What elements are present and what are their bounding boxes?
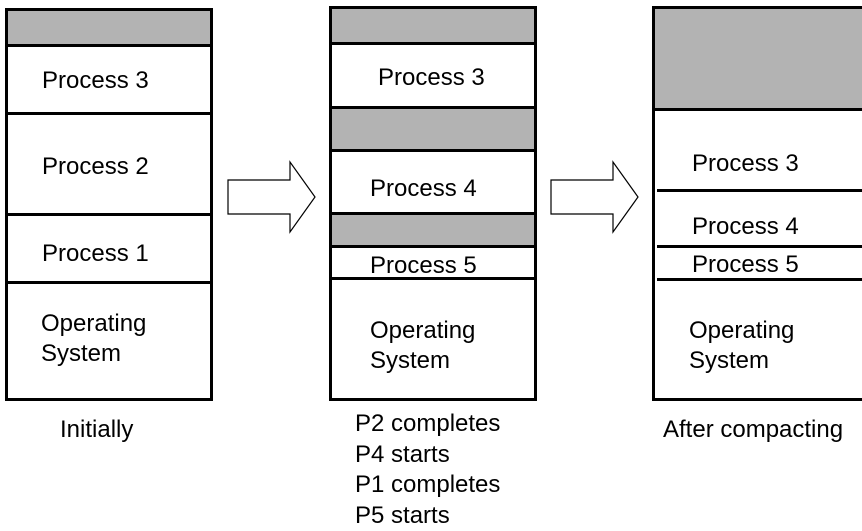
process-label: Process 3 xyxy=(42,66,149,95)
free-block xyxy=(655,9,862,111)
process-block: Process 3 xyxy=(8,44,210,113)
process-block: Process 3 xyxy=(655,111,862,189)
os-block: Operating System xyxy=(655,278,862,398)
divider-line xyxy=(657,278,862,281)
memory-column-intermediate: Process 3 Process 4 Process 5 Operating … xyxy=(329,6,537,401)
divider-line xyxy=(657,189,862,192)
os-label-line1: Operating xyxy=(370,316,475,345)
caption-line: Initially xyxy=(60,415,133,446)
caption-line: After compacting xyxy=(663,415,843,446)
process-label: Process 3 xyxy=(692,149,799,178)
process-block: Process 3 xyxy=(332,42,534,109)
process-block: Process 1 xyxy=(8,213,210,283)
memory-column-initially: Process 3 Process 2 Process 1 Operating … xyxy=(5,8,213,401)
process-label: Process 2 xyxy=(42,152,149,181)
os-label-line2: System xyxy=(689,346,769,375)
os-label-line1: Operating xyxy=(689,316,794,345)
process-block: Process 4 xyxy=(332,149,534,215)
process-label: Process 4 xyxy=(370,174,477,203)
right-arrow-icon xyxy=(226,160,318,234)
caption-compacted: After compacting xyxy=(663,415,843,446)
os-block: Operating System xyxy=(332,280,534,398)
process-block: Process 2 xyxy=(8,112,210,215)
os-block: Operating System xyxy=(8,281,210,398)
process-label: Process 1 xyxy=(42,239,149,268)
process-block: Process 5 xyxy=(332,245,534,280)
os-label-line1: Operating xyxy=(41,309,146,338)
right-arrow-icon xyxy=(549,160,641,234)
memory-column-compacted: Process 3 Process 4 Process 5 Operating … xyxy=(652,6,862,401)
free-block xyxy=(332,109,534,149)
process-block: Process 5 xyxy=(655,245,862,278)
free-block xyxy=(8,11,210,44)
free-block xyxy=(332,9,534,42)
process-label: Process 5 xyxy=(370,251,477,280)
caption-line: P4 starts xyxy=(355,440,500,471)
process-label: Process 5 xyxy=(692,250,799,279)
caption-line: P5 starts xyxy=(355,501,500,531)
divider-line xyxy=(657,245,862,248)
free-block xyxy=(332,215,534,245)
caption-initially: Initially xyxy=(60,415,133,446)
process-block: Process 4 xyxy=(655,189,862,245)
caption-line: P2 completes xyxy=(355,409,500,440)
process-label: Process 3 xyxy=(378,63,485,92)
os-label-line2: System xyxy=(41,339,121,368)
caption-intermediate: P2 completes P4 starts P1 completes P5 s… xyxy=(355,409,500,531)
caption-line: P1 completes xyxy=(355,470,500,501)
process-label: Process 4 xyxy=(692,212,799,241)
os-label-line2: System xyxy=(370,346,450,375)
